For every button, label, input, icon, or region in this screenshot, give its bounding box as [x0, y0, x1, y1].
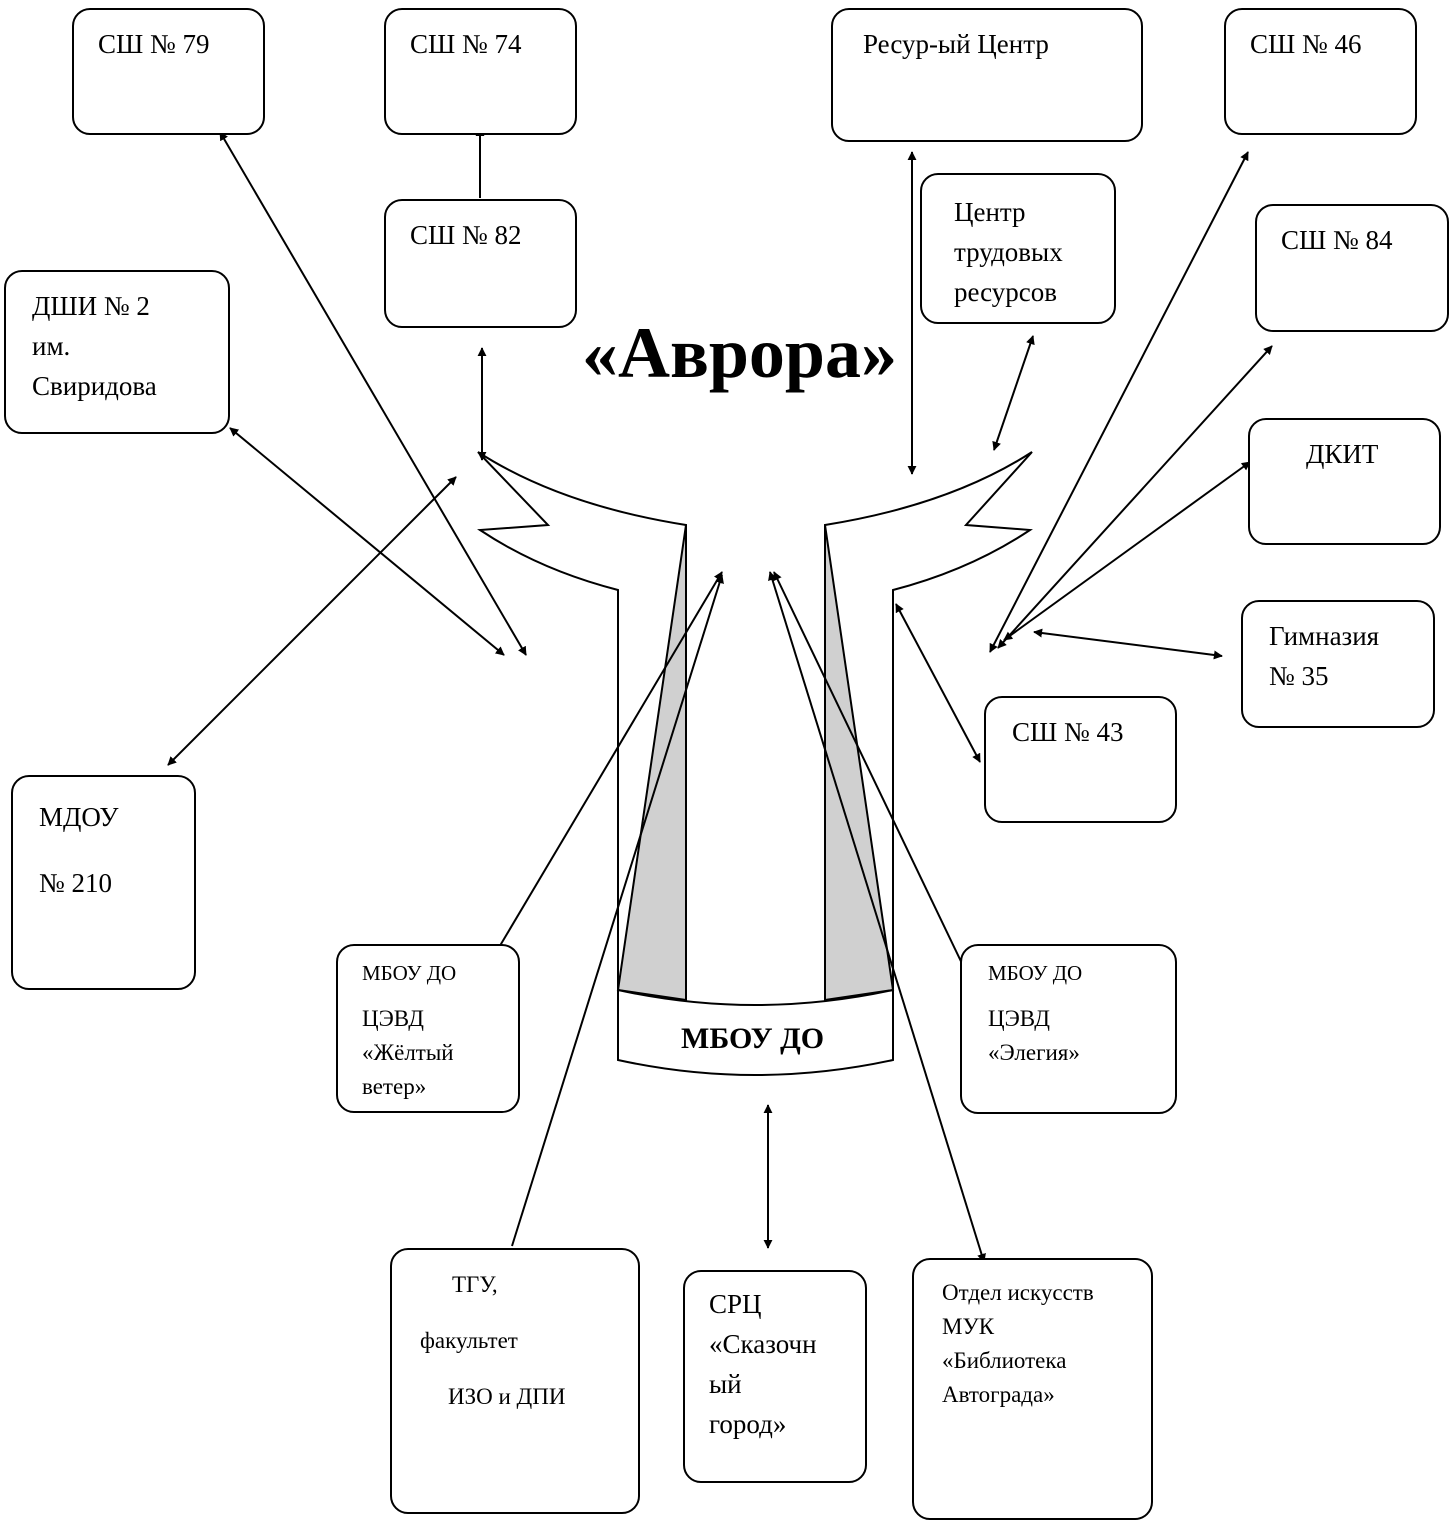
node-sh79: СШ № 79 [72, 8, 265, 135]
node-labor-center-label: Центр трудовых ресурсов [954, 197, 1063, 307]
arrow-sh84-center [997, 345, 1273, 649]
arrow-dshi-center [229, 427, 505, 656]
center-emblem [477, 451, 1033, 1076]
arrow-dkit-center [1003, 461, 1251, 641]
arrow-tgu-center [511, 574, 724, 1247]
node-labor-center: Центр трудовых ресурсов [920, 173, 1116, 324]
node-library: Отдел искусств МУК «Библиотека Автограда… [912, 1258, 1153, 1520]
center-label: МБОУ ДО [681, 1022, 825, 1055]
node-mdou210-label-2: № 210 [39, 868, 113, 898]
node-sh82-label: СШ № 82 [410, 220, 522, 250]
node-tgu: ТГУ, факультет ИЗО и ДПИ [390, 1248, 640, 1514]
arrow-mdou-center [167, 476, 457, 766]
node-yellow-wind-label-2: ЦЭВД «Жёлтый ветер» [362, 1006, 454, 1099]
node-sh82: СШ № 82 [384, 199, 577, 328]
node-dkit: ДКИТ [1248, 418, 1441, 545]
node-yellow-wind-label-1: МБОУ ДО [362, 961, 457, 985]
node-elegia-label-2: ЦЭВД «Элегия» [988, 1006, 1080, 1065]
node-sh79-label: СШ № 79 [98, 29, 210, 59]
arrow-yellow-wind-center [481, 571, 723, 977]
arrow-library-center [768, 571, 986, 1263]
node-sh74: СШ № 74 [384, 8, 577, 135]
node-sh43: СШ № 43 [984, 696, 1177, 823]
node-mdou210: МДОУ № 210 [11, 775, 196, 990]
node-tgu-label-2: факультет [420, 1328, 518, 1353]
node-sh46: СШ № 46 [1224, 8, 1417, 135]
node-elegia: МБОУ ДО ЦЭВД «Элегия» [960, 944, 1177, 1114]
arrow-labor-center [992, 335, 1035, 451]
node-library-label: Отдел искусств МУК «Библиотека Автограда… [942, 1280, 1094, 1407]
node-elegia-label-1: МБОУ ДО [988, 961, 1083, 985]
arrow-sh43-center [895, 603, 981, 763]
connectors [167, 127, 1273, 1263]
node-dshi2-label: ДШИ № 2 им. Свиридова [32, 291, 157, 401]
node-resource-center-label: Ресур-ый Центр [863, 29, 1049, 59]
diagram-title: «Аврора» [582, 313, 897, 393]
node-resource-center: Ресур-ый Центр [831, 8, 1143, 142]
node-sh74-label: СШ № 74 [410, 29, 522, 59]
node-sh84-label: СШ № 84 [1281, 225, 1393, 255]
node-dkit-label: ДКИТ [1306, 439, 1379, 469]
node-src: СРЦ «Сказочн ый город» [683, 1270, 867, 1483]
node-gym35-label: Гимназия № 35 [1269, 621, 1380, 691]
node-src-label: СРЦ «Сказочн ый город» [709, 1289, 817, 1439]
node-tgu-label-1: ТГУ, [452, 1272, 498, 1297]
node-tgu-label-3: ИЗО и ДПИ [448, 1384, 566, 1409]
node-mdou210-label-1: МДОУ [39, 802, 119, 832]
node-dshi2: ДШИ № 2 им. Свиридова [4, 270, 230, 434]
node-sh46-label: СШ № 46 [1250, 29, 1362, 59]
node-yellow-wind: МБОУ ДО ЦЭВД «Жёлтый ветер» [336, 944, 520, 1113]
node-sh43-label: СШ № 43 [1012, 717, 1124, 747]
arrow-gym-center [1033, 628, 1223, 660]
node-gym35: Гимназия № 35 [1241, 600, 1435, 728]
node-sh84: СШ № 84 [1255, 204, 1449, 332]
